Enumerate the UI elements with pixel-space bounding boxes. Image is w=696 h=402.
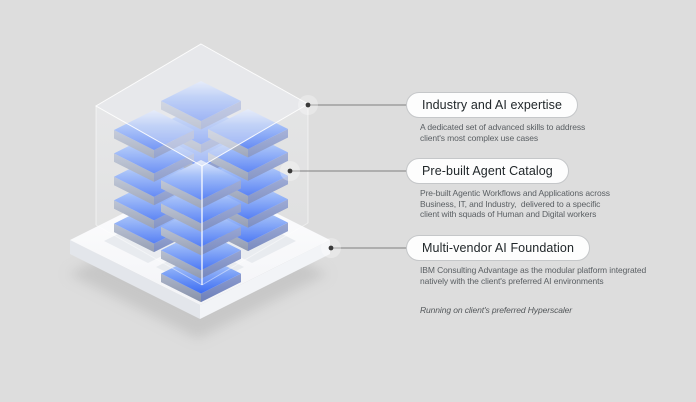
- callout-pill-prebuilt-agent-catalog: Pre-built Agent Catalog: [406, 158, 569, 184]
- connector-dot-2: [287, 168, 293, 174]
- callout-description-multivendor-ai-foundation: IBM Consulting Advantage as the modular …: [420, 265, 647, 286]
- glass-cube: [95, 43, 310, 286]
- callout-description-prebuilt-agent-catalog: Pre-built Agentic Workflows and Applicat…: [420, 188, 610, 219]
- hyperscaler-footnote: Running on client's preferred Hyperscale…: [420, 305, 573, 315]
- connector-dot-1: [305, 102, 311, 108]
- connector-dot-3: [328, 245, 334, 251]
- callout-pill-multivendor-ai-foundation: Multi-vendor AI Foundation: [406, 235, 590, 261]
- callout-description-industry-ai-expertise: A dedicated set of advanced skills to ad…: [420, 122, 586, 143]
- callout-pill-industry-ai-expertise: Industry and AI expertise: [406, 92, 579, 118]
